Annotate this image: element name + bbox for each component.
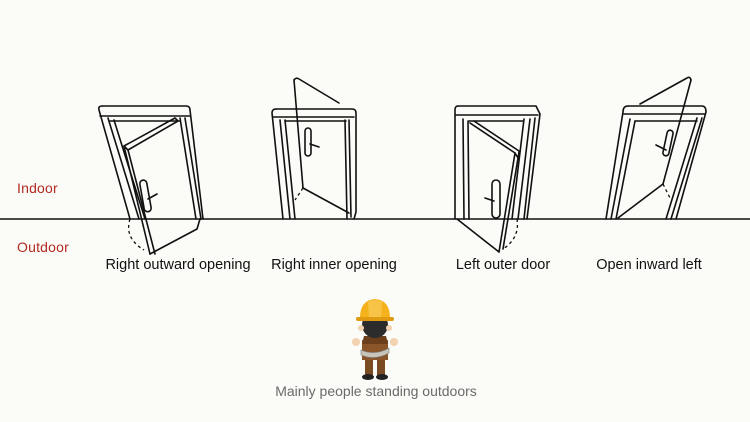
indoor-label: Indoor — [17, 180, 58, 196]
caption-left-outer-door: Left outer door — [455, 257, 551, 273]
caption-right-outward-opening: Right outward opening — [105, 257, 251, 273]
outdoor-label: Outdoor — [17, 239, 69, 255]
door-right-inner-illustration — [271, 77, 357, 220]
door-left-outer-illustration — [454, 105, 541, 253]
observer-caption: Mainly people standing outdoors — [275, 383, 477, 399]
door-open-inward-left-illustration — [605, 76, 707, 220]
door-right-outward-illustration — [98, 105, 204, 255]
caption-right-inner-opening: Right inner opening — [271, 257, 397, 273]
construction-worker-icon — [352, 299, 398, 380]
caption-open-inward-left: Open inward left — [596, 257, 702, 273]
